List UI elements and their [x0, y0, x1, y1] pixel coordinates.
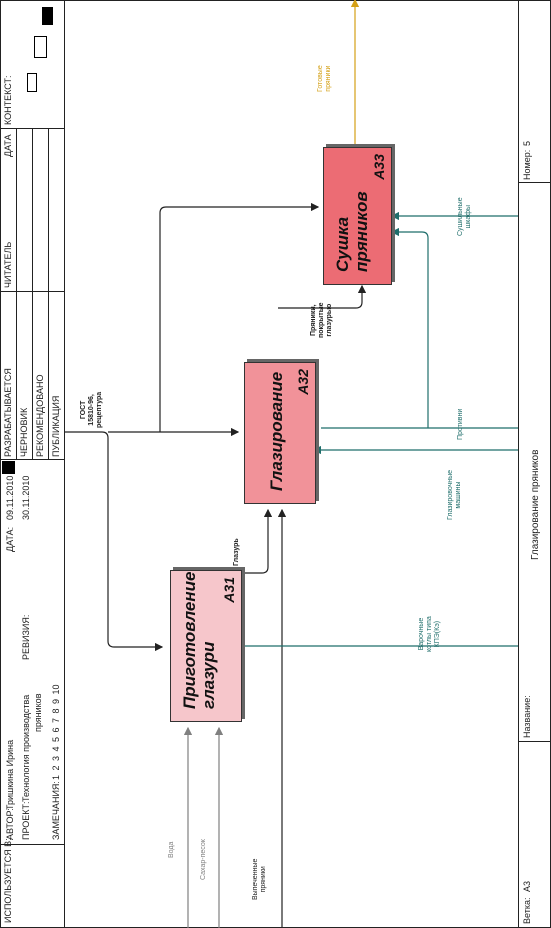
label-gingerbread: Выпеченные пряники — [252, 858, 267, 900]
label-sugar: Сахар-песок — [200, 839, 207, 880]
arrow-control-gost-a33 — [159, 202, 320, 432]
label-mech-boilers: Варочные котлы типа КПЭ(Кэ) — [418, 616, 441, 652]
label-water: Вода — [168, 841, 175, 858]
label-output-ready: Готовые пряники — [317, 65, 332, 92]
box-a31-number: А31 — [221, 577, 237, 603]
label-glaze: Глазурь — [233, 538, 240, 566]
label-glazed: Пряники, покрытые глазурью — [310, 302, 333, 338]
label-mech-glazing: Глазировочные машины — [447, 469, 462, 520]
box-a31[interactable]: Приготовление глазури А31 — [170, 570, 242, 722]
box-a33-name: Сушка пряников — [333, 191, 371, 272]
box-a33[interactable]: Сушка пряников А33 — [323, 147, 392, 285]
box-a32-number: А32 — [295, 369, 311, 395]
label-control-gost: ГОСТ 15810-96, рецептура — [80, 391, 103, 428]
label-mech-trays: Противни — [457, 408, 464, 440]
arrow-mech-trays — [321, 232, 518, 429]
box-a32[interactable]: Глазирование А32 — [244, 362, 316, 504]
label-mech-dryers: Сушильные шкафы — [457, 197, 472, 236]
arrow-glaze — [200, 508, 273, 574]
box-a33-number: А33 — [371, 154, 387, 180]
box-a32-name: Глазирование — [267, 371, 286, 491]
arrow-control-gost — [65, 431, 164, 652]
arrow-glazed-line — [278, 284, 367, 309]
box-a31-name: Приготовление глазури — [180, 571, 218, 710]
